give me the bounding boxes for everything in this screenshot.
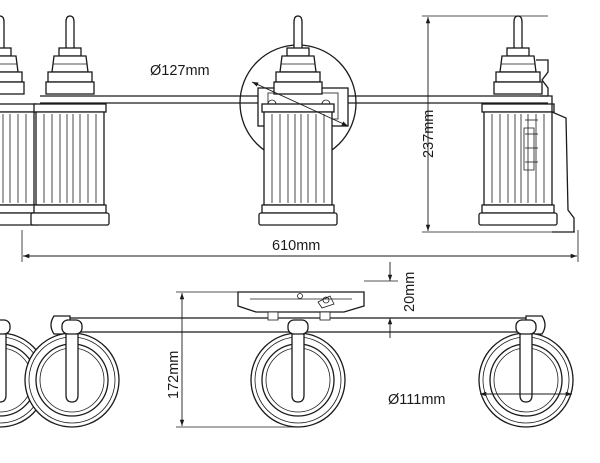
width-label: 610mm xyxy=(272,238,320,254)
shade-diameter-label: Ø111mm xyxy=(388,392,445,408)
depth-label: 172mm xyxy=(166,351,182,399)
backplate-diameter-label: Ø127mm xyxy=(150,63,210,79)
top-backplate xyxy=(237,291,365,313)
width-dimension xyxy=(21,230,579,262)
top-view: 20mm 172mm Ø111mm xyxy=(0,262,574,428)
backplate-depth-dimension xyxy=(364,262,398,338)
front-section-cutaway xyxy=(523,59,575,233)
backplate-diameter-leader xyxy=(251,81,349,127)
depth-dimension xyxy=(176,291,298,428)
height-label: 237mm xyxy=(421,110,437,158)
height-dimension xyxy=(422,15,575,233)
front-lamp xyxy=(0,15,40,226)
front-elevation: Ø127mm 237mm 610mm xyxy=(0,15,579,262)
backplate-depth-label: 20mm xyxy=(402,272,418,312)
